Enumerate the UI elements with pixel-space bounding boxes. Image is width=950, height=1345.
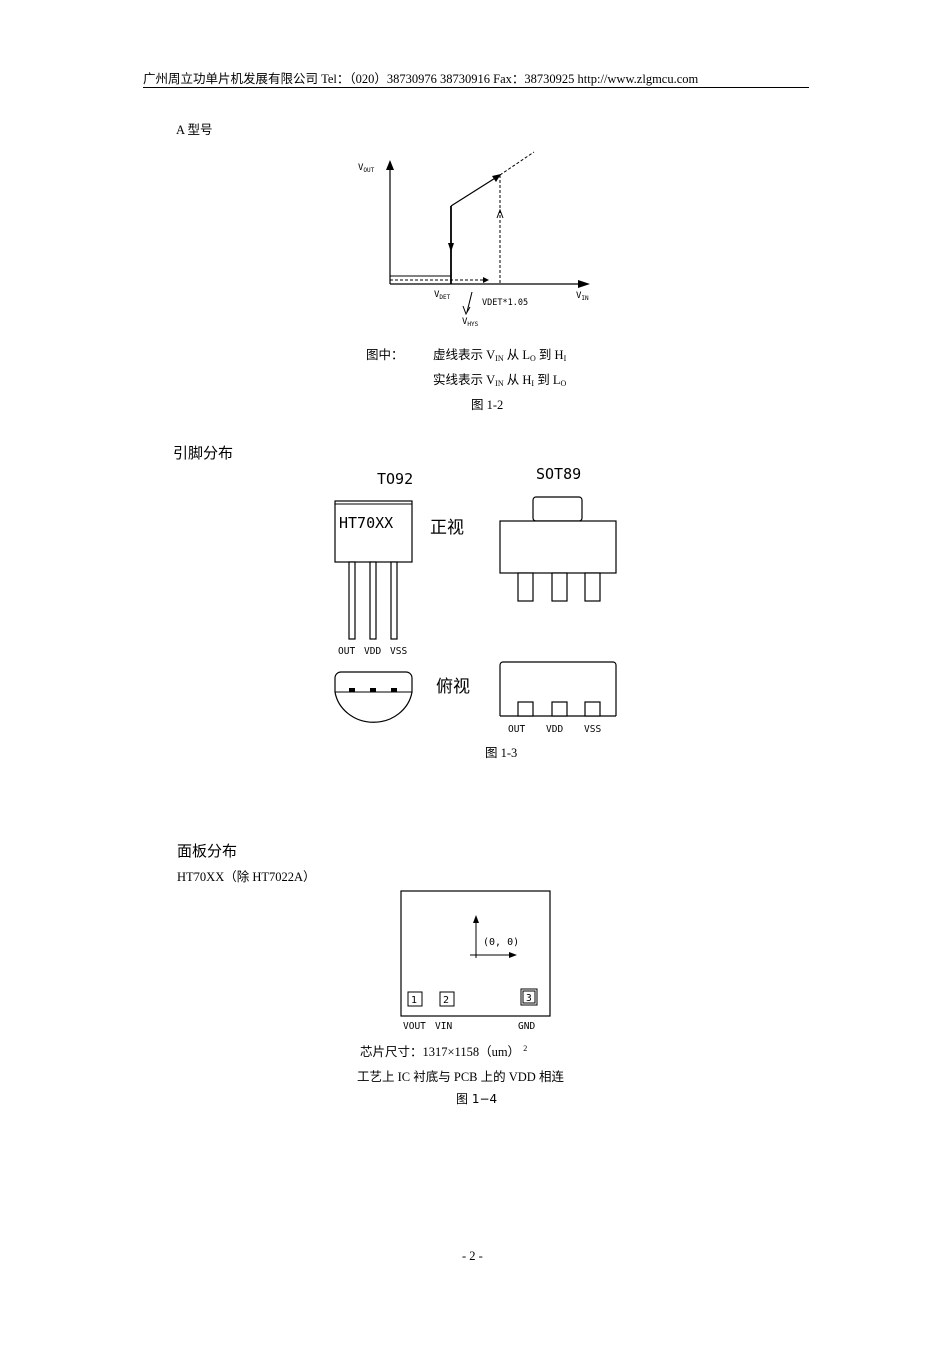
header-divider [143,87,809,88]
sot89-pin-vdd [551,572,568,602]
sot89-pin-out [517,572,534,602]
pad-2-number: 2 [443,995,449,1006]
sot89-pin-label-vdd: VDD [546,724,563,735]
pad-label-vout: VOUT [403,1021,426,1032]
pad-label-gnd: GND [518,1021,535,1032]
vout-label: VOUT [358,163,375,174]
figure-caption-1-2: 图 1-2 [471,398,504,412]
figure-caption-1-3: 图 1-3 [485,746,518,760]
top-view-label: 俯视 [436,677,470,697]
to92-chip-text: HT70XX [339,514,393,532]
package-pinout-diagram: TO92 HT70XX OUT VDD VSS 正视 俯视 SOT89 OUT … [334,465,617,735]
to92-pin-vdd [369,561,377,640]
sot89-pin-label-vss: VSS [584,724,601,735]
to92-top-view [334,671,413,723]
sot89-pin-label-out: OUT [508,724,525,735]
panel-heading: 面板分布 [177,842,238,860]
page-header: 广州周立功单片机发展有限公司 Tel：（020）38730976 3873091… [143,72,699,86]
y-axis-arrow-icon [386,160,394,170]
pad-1 [407,991,423,1007]
to92-pin-out [348,561,356,640]
origin-up-arrow-icon [473,915,479,923]
pinout-heading: 引脚分布 [173,444,234,462]
vhys-arrow-icon [462,305,471,316]
pad-label-vin: VIN [435,1021,452,1032]
to92-title: TO92 [377,470,413,488]
panel-subheading: HT70XX（除 HT7022A） [177,870,316,884]
die-pad-layout: (0, 0) 1 2 3 VOUT VIN GND [400,890,551,1032]
to92-pin-vss [390,561,398,640]
sot89-title: SOT89 [536,465,581,483]
sot89-pin-vss [584,572,601,602]
x-axis-arrow-icon [578,280,590,288]
page-number: - 2 - [462,1249,483,1263]
figure-caption-1-4: 图 1−4 [456,1092,498,1106]
slope-arrow-icon [492,174,501,182]
chip-size-note: 芯片尺寸：1317×1158（um） 2 [360,1044,528,1059]
legend-solid-line: 实线表示 VIN 从 HI 到 LO [433,373,567,388]
process-note: 工艺上 IC 衬底与 PCB 上的 VDD 相连 [357,1070,564,1084]
vdet-multiplier-label: VDET*1.05 [482,298,528,308]
pad-3-number: 3 [526,993,532,1004]
origin-label: (0, 0) [483,937,519,948]
to92-pin-label-vss: VSS [390,646,407,657]
dashed-right-arrow-icon [483,277,489,283]
front-view-label: 正视 [430,518,464,538]
down-arrow-icon [448,243,454,252]
vdet-label: VDET [434,290,451,301]
up-arrow-icon [496,208,504,219]
sot89-body [499,520,617,574]
legend-dashed-line: 虚线表示 VIN 从 LO 到 HI [433,348,567,363]
vin-label: VIN [576,291,589,302]
pad-2 [439,991,455,1007]
legend-prefix: 图中： [366,348,404,362]
hysteresis-graph: VOUT VIN VDET VHYS VDET*1.05 [358,151,590,328]
pad-1-number: 1 [411,995,417,1006]
vhys-label: VHYS [462,317,479,328]
to92-pin-label-out: OUT [338,646,355,657]
to92-pin-label-vdd: VDD [364,646,381,657]
sot89-tab [532,496,583,522]
origin-right-arrow-icon [509,952,517,958]
model-a-label: A 型号 [176,123,213,137]
